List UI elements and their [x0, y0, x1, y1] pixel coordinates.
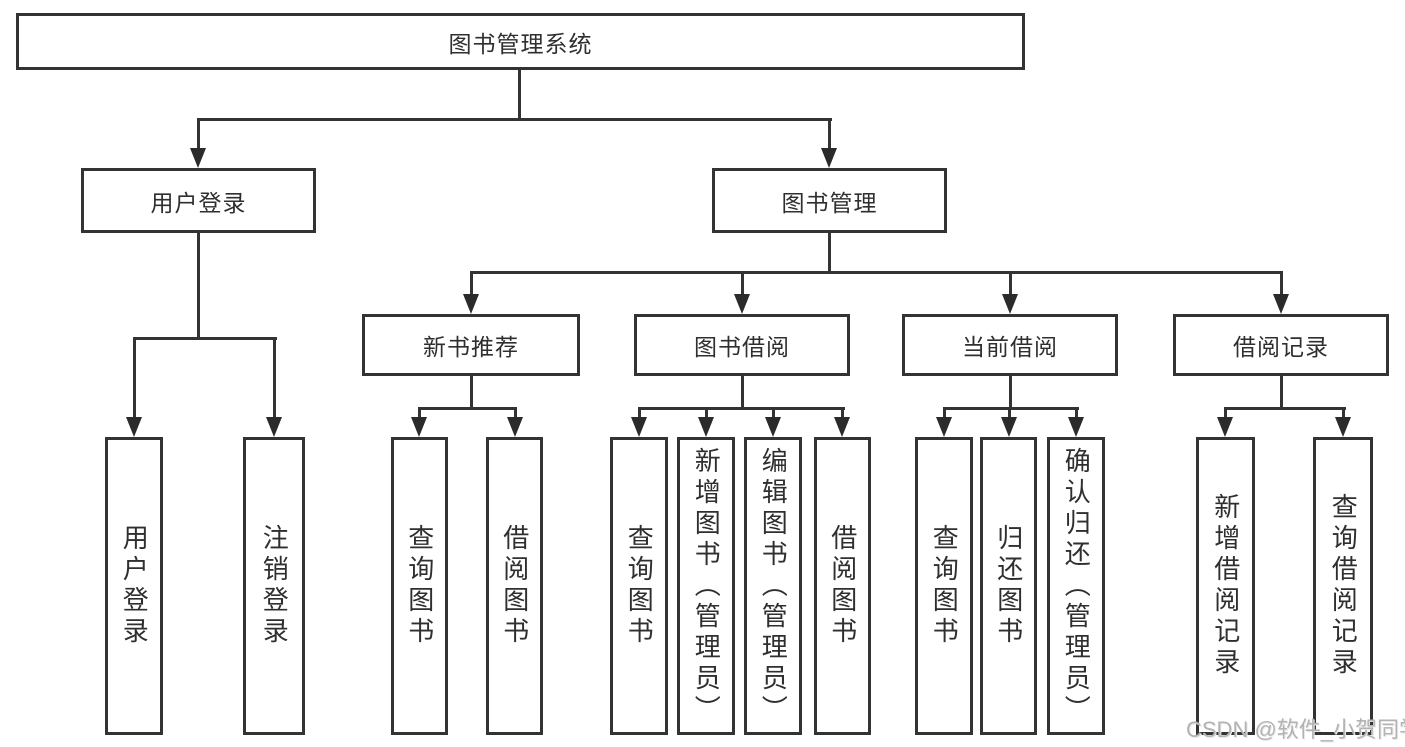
arrowhead-down-icon: [1068, 417, 1084, 437]
arrowhead-down-icon: [507, 417, 523, 437]
node-label: 注销登录: [259, 524, 290, 648]
arrowhead-down-icon: [463, 294, 479, 314]
csdn-watermark: CSDN @软件_小贺同学: [1186, 717, 1405, 742]
node-library-management-system: 图书管理系统: [16, 13, 1025, 70]
leaf-borrow-books: 借阅图书: [814, 437, 871, 735]
node-label: 查询图书: [929, 524, 960, 648]
leaf-query-books-current: 查询图书: [915, 437, 973, 735]
arrowhead-down-icon: [190, 148, 206, 168]
connector-line: [638, 407, 641, 423]
connector-line: [273, 337, 276, 423]
node-label: 新增借阅记录: [1210, 493, 1241, 679]
arrowhead-down-icon: [411, 417, 427, 437]
connector-line: [841, 407, 844, 423]
connector-line: [828, 233, 831, 271]
connector-line: [741, 376, 744, 407]
leaf-query-books-borrowing: 查询图书: [610, 437, 668, 735]
node-label: 用户登录: [119, 524, 150, 648]
leaf-query-borrow-record: 查询借阅记录: [1313, 437, 1373, 735]
connector-line: [133, 337, 136, 423]
connector-line: [638, 407, 845, 410]
node-label: 确认归还（管理员）: [1061, 446, 1092, 726]
arrowhead-down-icon: [1335, 417, 1351, 437]
connector-line: [1008, 407, 1011, 423]
connector-line: [133, 337, 277, 340]
node-label: 新书推荐: [423, 334, 519, 360]
arrowhead-down-icon: [1002, 294, 1018, 314]
connector-line: [1224, 407, 1346, 410]
node-label: 用户登录: [150, 189, 247, 216]
node-label: 图书管理系统: [448, 30, 593, 57]
arrowhead-down-icon: [821, 148, 837, 168]
arrowhead-down-icon: [266, 417, 282, 437]
node-book-management: 图书管理: [712, 168, 947, 233]
node-label: 当前借阅: [962, 334, 1058, 360]
connector-line: [1280, 271, 1283, 298]
leaf-return-book: 归还图书: [980, 437, 1037, 735]
leaf-edit-book-admin: 编辑图书（管理员）: [744, 437, 802, 735]
connector-line: [470, 271, 1283, 274]
arrowhead-down-icon: [1217, 417, 1233, 437]
node-label: 图书管理: [781, 189, 878, 216]
arrowhead-down-icon: [1273, 294, 1289, 314]
node-label: 查询图书: [624, 524, 655, 648]
node-label: 借阅记录: [1233, 334, 1329, 360]
arrowhead-down-icon: [631, 417, 647, 437]
connector-line: [1280, 376, 1283, 407]
arrowhead-down-icon: [765, 417, 781, 437]
connector-line: [705, 407, 708, 423]
leaf-add-book-admin: 新增图书（管理员）: [677, 437, 735, 735]
leaf-logout: 注销登录: [243, 437, 305, 735]
connector-line: [1075, 407, 1078, 423]
arrowhead-down-icon: [834, 417, 850, 437]
node-label: 查询借阅记录: [1328, 493, 1359, 679]
leaf-add-borrow-record: 新增借阅记录: [1196, 437, 1255, 735]
node-new-book-recommendation: 新书推荐: [362, 314, 580, 376]
connector-line: [828, 118, 831, 150]
leaf-query-books-recommend: 查询图书: [391, 437, 448, 735]
node-label: 图书借阅: [694, 334, 790, 360]
node-user-login: 用户登录: [81, 168, 316, 233]
connector-line: [1009, 271, 1012, 298]
connector-line: [772, 407, 775, 423]
node-label: 编辑图书（管理员）: [758, 446, 789, 726]
arrowhead-down-icon: [734, 294, 750, 314]
connector-line: [418, 407, 421, 423]
node-label: 查询图书: [404, 524, 435, 648]
node-label: 归还图书: [993, 524, 1024, 648]
connector-line: [514, 407, 517, 423]
connector-line: [1342, 407, 1345, 423]
leaf-user-login: 用户登录: [105, 437, 163, 735]
connector-line: [418, 407, 517, 410]
connector-line: [1009, 376, 1012, 407]
node-borrowing-records: 借阅记录: [1173, 314, 1389, 376]
connector-line: [943, 407, 946, 423]
connector-line: [1224, 407, 1227, 423]
leaf-borrow-books-recommend: 借阅图书: [486, 437, 543, 735]
connector-line: [470, 376, 473, 407]
node-current-borrowing: 当前借阅: [902, 314, 1118, 376]
arrowhead-down-icon: [936, 417, 952, 437]
node-label: 借阅图书: [827, 524, 858, 648]
connector-line: [518, 70, 521, 118]
node-label: 新增图书（管理员）: [691, 446, 722, 726]
leaf-confirm-return-admin: 确认归还（管理员）: [1047, 437, 1105, 735]
connector-line: [197, 118, 200, 150]
connector-line: [741, 271, 744, 298]
arrowhead-down-icon: [698, 417, 714, 437]
connector-line: [197, 118, 832, 121]
connector-line: [197, 233, 200, 337]
node-book-borrowing: 图书借阅: [634, 314, 850, 376]
arrowhead-down-icon: [126, 417, 142, 437]
arrowhead-down-icon: [1001, 417, 1017, 437]
node-label: 借阅图书: [499, 524, 530, 648]
connector-line: [943, 407, 1079, 410]
connector-line: [470, 271, 473, 298]
